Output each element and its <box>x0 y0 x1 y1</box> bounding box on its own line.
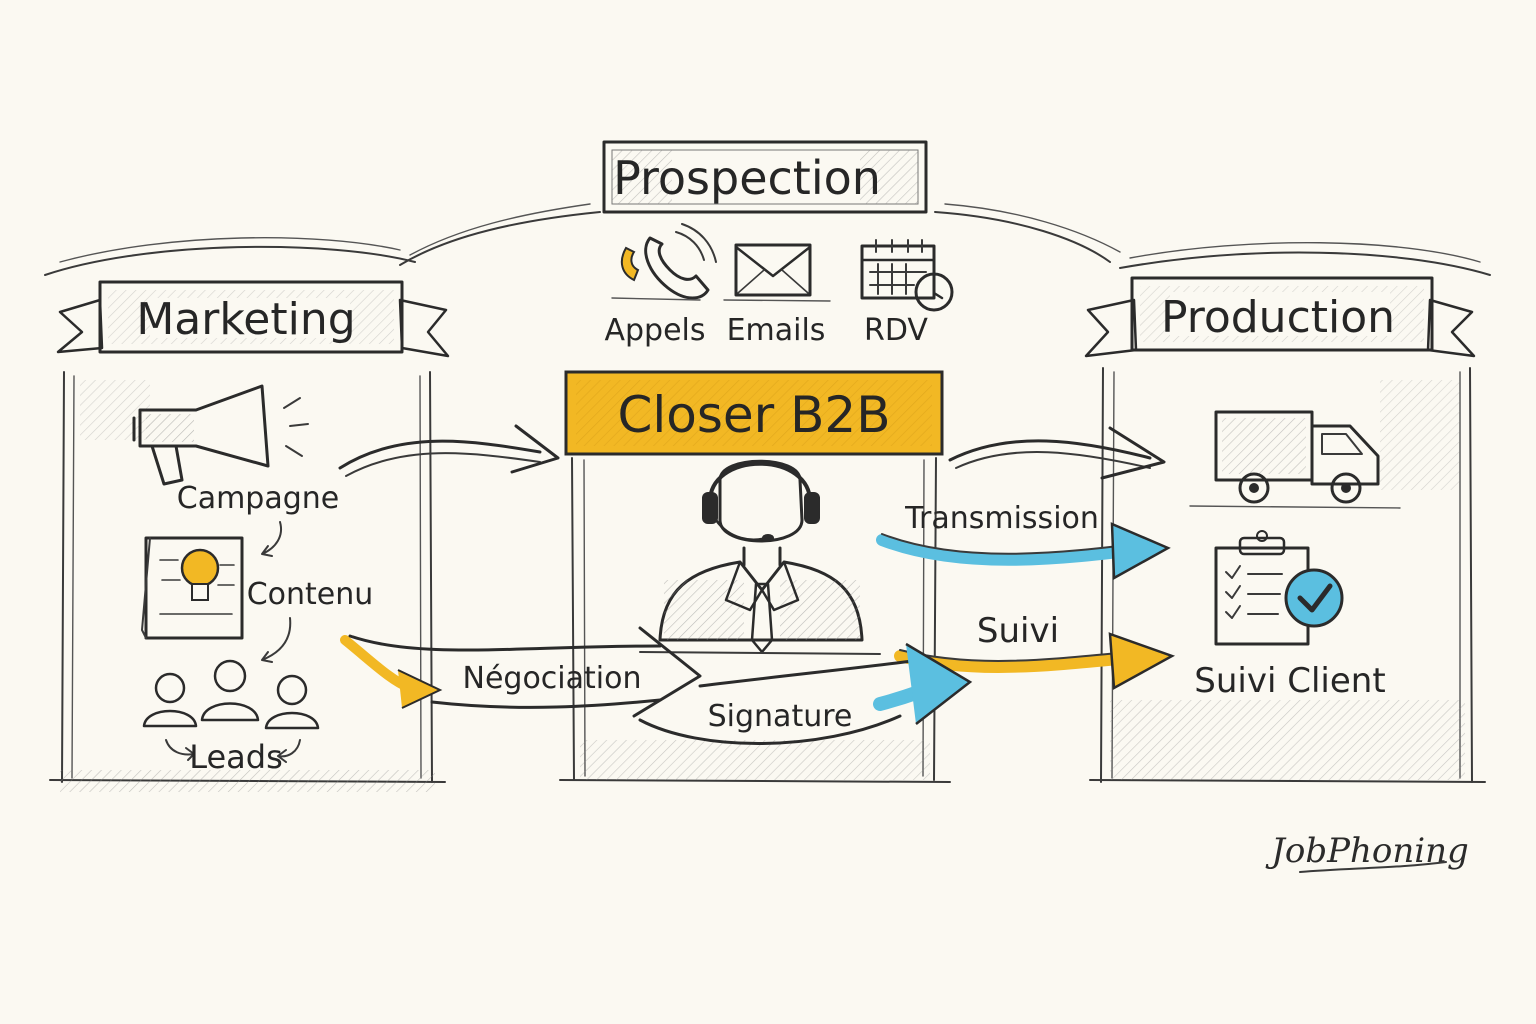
contenu-to-leads-arrow <box>261 617 292 663</box>
campagne-to-contenu-arrow <box>261 521 282 557</box>
emails-label: Emails <box>727 313 826 348</box>
production-header: Production <box>1084 276 1476 358</box>
email-icon <box>723 243 831 302</box>
transmission-label: Transmission <box>904 501 1099 536</box>
suivi-label: Suivi <box>977 611 1059 651</box>
phone-icon <box>611 223 717 301</box>
megaphone-icon <box>132 384 309 486</box>
suivi-client-label: Suivi Client <box>1194 661 1385 701</box>
truck-icon <box>1189 410 1401 509</box>
closer-title: Closer B2B <box>617 386 890 444</box>
clipboard-check-icon <box>1214 530 1344 646</box>
signature-label: Signature <box>708 699 853 734</box>
rdv-label: RDV <box>864 313 928 348</box>
closer-to-production-top-arrow <box>948 426 1166 480</box>
leads-label: Leads <box>189 738 283 776</box>
calendar-icon <box>860 239 954 312</box>
campagne-label: Campagne <box>177 481 340 516</box>
production-title: Production <box>1161 292 1395 343</box>
appels-label: Appels <box>604 313 705 348</box>
transmission-arrow <box>876 522 1171 581</box>
marketing-title: Marketing <box>136 294 355 345</box>
prospection-header: Prospection <box>602 140 928 214</box>
jobphoning-logo-text: JobPhoning <box>1265 831 1469 871</box>
closer-header: Closer B2B <box>564 370 944 456</box>
idea-note-icon <box>141 536 244 640</box>
contenu-label: Contenu <box>247 577 374 612</box>
top-arcs <box>44 203 1491 276</box>
marketing-to-closer-arrow <box>338 424 560 477</box>
jobphoning-logo: JobPhoning <box>1265 831 1469 873</box>
negociation-arrow <box>340 626 702 718</box>
production-column <box>1089 367 1486 783</box>
closer-column <box>559 457 951 783</box>
negociation-label: Négociation <box>463 661 642 696</box>
prospection-title: Prospection <box>613 151 881 205</box>
leads-group-icon <box>142 659 320 763</box>
marketing-header: Marketing <box>56 280 450 358</box>
closer-person-icon <box>639 459 881 655</box>
signature-arrow <box>638 642 973 746</box>
